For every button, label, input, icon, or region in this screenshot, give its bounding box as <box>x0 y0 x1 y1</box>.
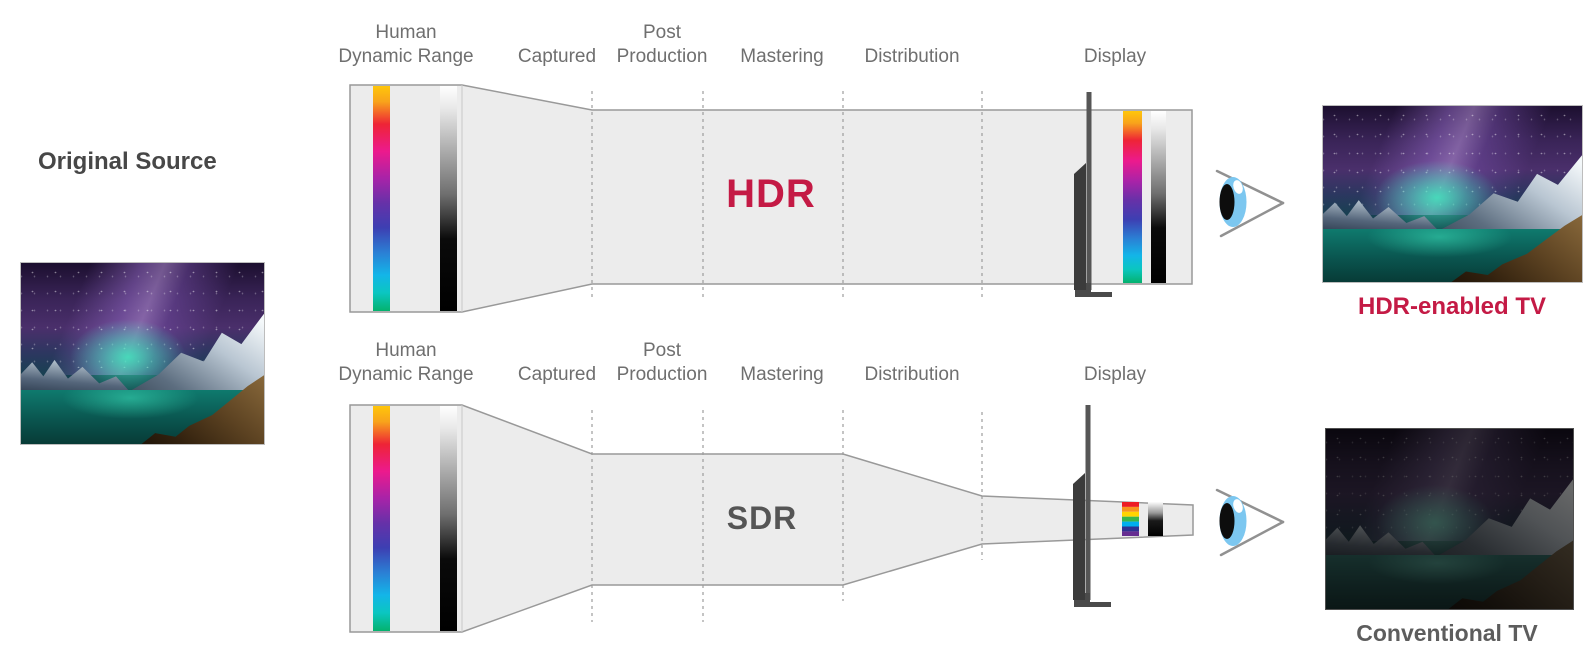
tv-side-profile-icon <box>1074 92 1112 297</box>
human-range-bars-bottom <box>373 406 457 631</box>
stage-label-distribution-top: Distribution <box>864 46 960 67</box>
grayscale-gradient-bar <box>440 406 457 631</box>
stage-label-display-bottom: Display <box>1083 364 1147 385</box>
stage-label-mastering-bottom: Mastering <box>740 364 824 385</box>
stage-label-human-bottom-line2: Dynamic Range <box>338 364 474 385</box>
conventional-tv-label: Conventional TV <box>1356 620 1538 646</box>
tv-side-profile-icon <box>1073 405 1111 607</box>
stage-label-display-top: Display <box>1083 46 1147 67</box>
stage-label-postproduction-top: Post Production <box>616 22 708 67</box>
rainbow-gradient-bar <box>1123 111 1142 283</box>
stage-label-distribution-bottom: Distribution <box>864 364 960 385</box>
grayscale-gradient-bar <box>1148 502 1163 536</box>
rainbow-gradient-bar <box>373 86 390 311</box>
sdr-band-label: SDR <box>726 500 798 536</box>
sdr-dashed-stage-lines <box>591 410 983 622</box>
human-range-bars-top <box>373 86 457 311</box>
grayscale-gradient-bar <box>440 86 457 311</box>
stage-label-human-bottom-line1: Human <box>375 340 437 361</box>
hdr-dashed-stage-lines <box>591 91 983 301</box>
conventional-tv-image <box>1325 428 1574 610</box>
rainbow-gradient-bar <box>373 406 390 631</box>
hdr-enabled-tv-label: HDR-enabled TV <box>1357 293 1546 320</box>
stage-label-human-top-line2: Dynamic Range <box>338 46 474 67</box>
grayscale-gradient-bar <box>1151 111 1166 283</box>
stage-label-mastering-top: Mastering <box>740 46 824 67</box>
sdr-display-bars <box>1122 502 1163 536</box>
stage-label-human-top-line1: Human <box>375 22 437 43</box>
stage-label-postproduction-bottom: Post Production <box>616 340 708 385</box>
eye-icon <box>1215 488 1285 557</box>
stage-label-captured-bottom: Captured <box>517 364 597 385</box>
hdr-band-label: HDR <box>726 172 816 216</box>
hdr-display-bars <box>1123 111 1166 283</box>
eye-icon <box>1215 169 1285 238</box>
original-source-image <box>20 262 265 445</box>
hdr-tv-image <box>1322 105 1583 283</box>
original-source-title: Original Source <box>38 148 217 175</box>
stage-label-captured-top: Captured <box>517 46 597 67</box>
